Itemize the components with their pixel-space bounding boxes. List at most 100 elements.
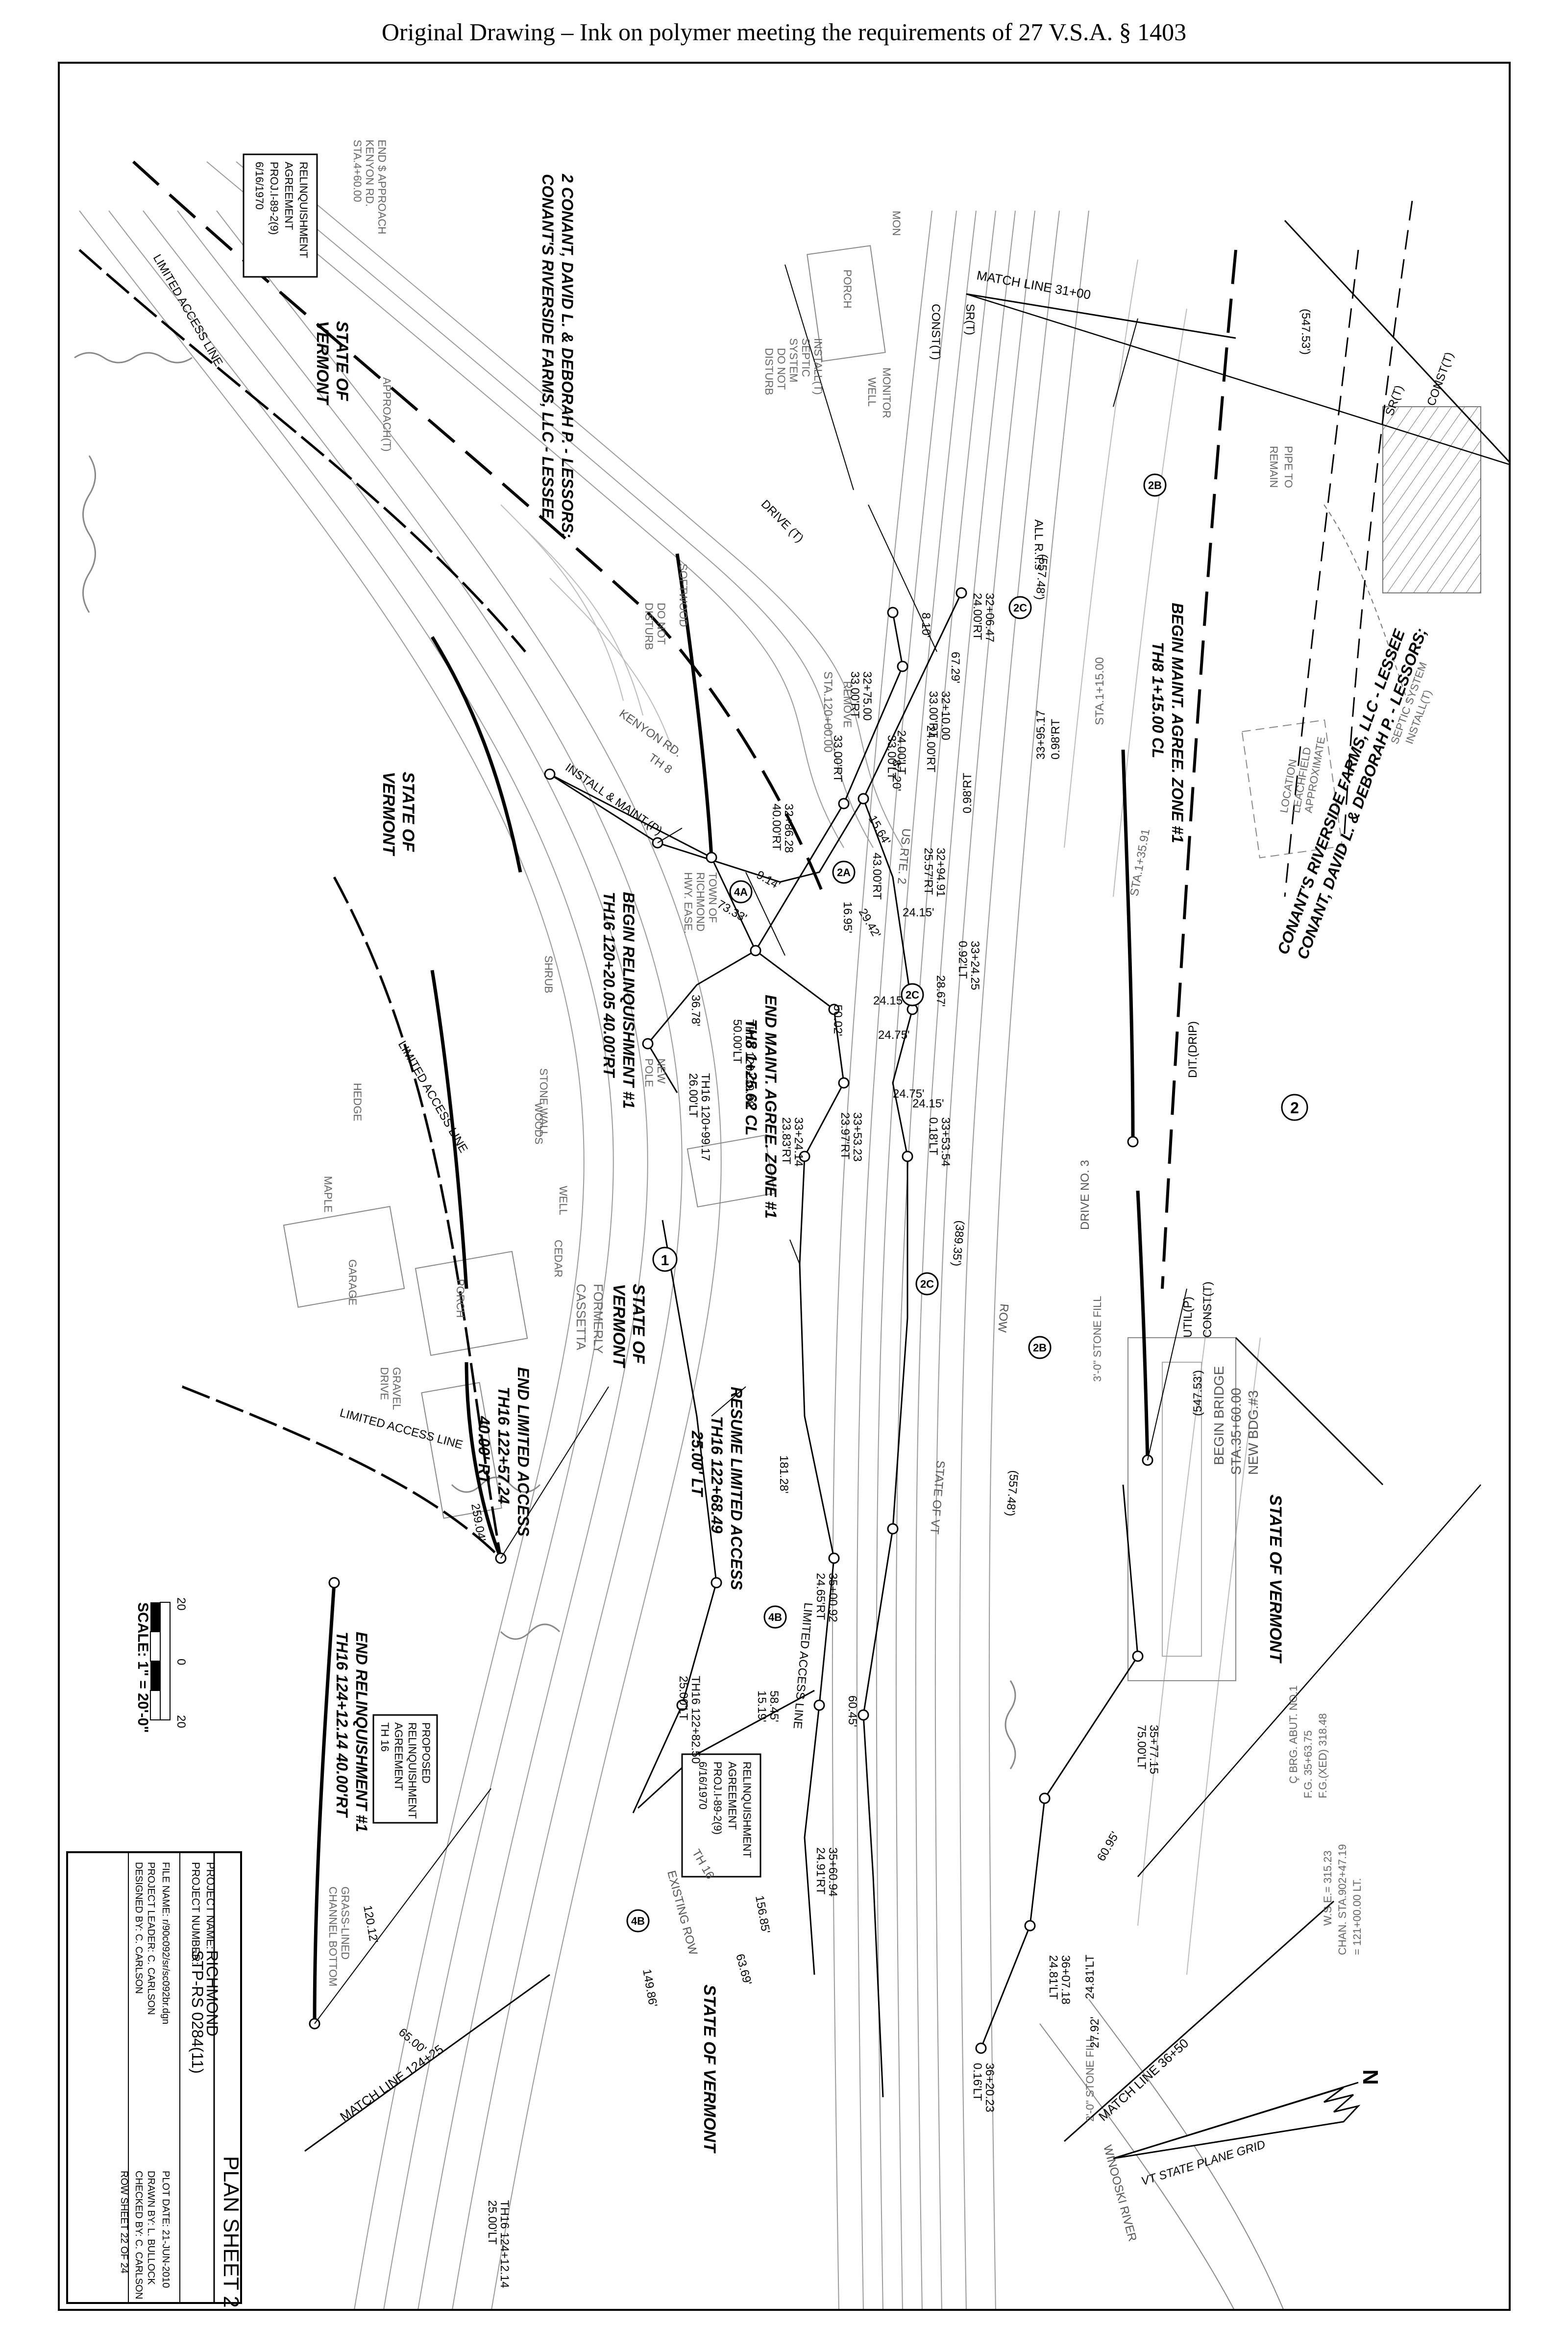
state-label-5: STATE OF xyxy=(629,1284,648,1364)
circle-2b-2: 2B xyxy=(1033,1342,1047,1354)
dim-1: (547.53') xyxy=(1299,309,1312,355)
approach-label: APPROACH(T) xyxy=(381,377,393,452)
resume-la-line3: 25.00' LT xyxy=(688,1430,706,1497)
north-arrow-icon xyxy=(1113,2086,1361,2159)
dim-8: 0.98'RT xyxy=(961,773,974,813)
garage-label: GARAGE xyxy=(346,1259,359,1305)
dim-9: 33.00'LT xyxy=(885,735,898,780)
sta-2b: 33.00'RT xyxy=(927,691,940,738)
state-label-2: STATE OF xyxy=(399,772,417,852)
hedge-label: HEDGE xyxy=(351,1083,364,1121)
end-maint-line2: TH8 1+25.62 CL xyxy=(742,1019,760,1135)
dim-36: 181.28' xyxy=(777,1455,790,1494)
sta-22: STA.1+35.91 xyxy=(1127,828,1152,897)
sta-17: TH16 120+99.17 xyxy=(699,1073,712,1161)
remove-label: REMOVE xyxy=(841,681,854,728)
dim-34: 65.00' xyxy=(396,2026,429,2056)
sta-17b: 26.00'LT xyxy=(686,1073,700,1118)
sta-16: TH16 120+39.88 xyxy=(743,1019,756,1107)
do-not-disturb-3: DO NOT xyxy=(655,603,667,645)
match-line-2: MATCH LINE 36+50 xyxy=(1096,2035,1191,2124)
state-label-5c: FORMERLY xyxy=(591,1284,606,1354)
match-line-3: MATCH LINE 124+25 xyxy=(337,2042,446,2124)
circle-2c-2: 2C xyxy=(906,989,919,1001)
circle-4b-1: 4B xyxy=(768,1611,782,1623)
limited-access-label-3: LIMITED ACCESS LINE xyxy=(338,1406,464,1452)
limited-access-label-4: LIMITED ACCESS LINE xyxy=(790,1602,814,1729)
begin-relinq-line2: TH16 120+20.05 40.00'RT xyxy=(600,892,618,1078)
begin-bridge-line1: BEGIN BRIDGE xyxy=(1211,1366,1226,1465)
state-label-2b: VERMONT xyxy=(379,772,398,857)
sta-12: 35+77.15 xyxy=(1147,1725,1160,1774)
parcel-circle-one xyxy=(652,1247,678,1272)
sta-9: 33+24.14 xyxy=(792,1117,805,1167)
dim-4: (389.35') xyxy=(950,1220,967,1267)
sta-3: 32+75.00 xyxy=(860,671,874,721)
project-name: RICHMOND xyxy=(203,1950,221,2036)
install-septic-label: INSTALL(T) xyxy=(812,338,824,395)
roadway-linework xyxy=(79,161,1284,2309)
circle-2c-1: 2C xyxy=(1013,602,1027,614)
septic-label: SEPTIC xyxy=(800,338,812,377)
sta-21: STA.1+15.00 xyxy=(1093,657,1106,725)
existing-row-label: EXISTING ROW xyxy=(664,1869,700,1957)
box3-line1: PROPOSED xyxy=(420,1722,432,1784)
dim-20: 24.75' xyxy=(878,1029,910,1042)
sta-14b: 0.16'LT xyxy=(971,2063,984,2101)
dim-18: 24.15' xyxy=(912,1097,944,1110)
new-pole-label: NEW xyxy=(655,1058,667,1084)
sta-14: 36+20.23 xyxy=(983,2063,996,2112)
end-la-line3: 40.00' RT xyxy=(475,1416,493,1485)
town2-label: RICHMOND xyxy=(694,872,707,931)
chan-label: CHAN. STA.902+47.19 xyxy=(1336,1844,1348,1955)
river-label: WINOOSKI RIVER xyxy=(1101,2144,1139,2243)
dim-30: 15.19' xyxy=(755,1690,768,1722)
do-not-disturb-1: DO NOT xyxy=(775,348,787,390)
box2-line4: 6/16/1970 xyxy=(697,1762,709,1810)
owner-label-top: 2 CONANT, DAVID L. & DEBORAH P. - LESSOR… xyxy=(539,173,576,538)
sta-2: 32+10.00 xyxy=(939,691,952,740)
dim-2: (557.48') xyxy=(1004,1470,1021,1517)
state-vt-label: STATE OF VT xyxy=(928,1460,947,1535)
scale-20b: 20 xyxy=(174,1715,188,1728)
circle-2c-3: 2C xyxy=(920,1278,934,1290)
sta-18b: 25.00'LT xyxy=(677,1676,690,1720)
limited-access-label-2: LIMITED ACCESS LINE xyxy=(395,1039,470,1155)
sta-4b: 40.00'RT xyxy=(770,804,783,851)
monitor-label: MONITOR xyxy=(881,368,893,418)
box2-line1: RELINQUISHMENT xyxy=(741,1762,753,1858)
scale-bar: 20 0 20 SCALE: 1" = 20'-0" xyxy=(135,1597,188,1733)
leader-lines xyxy=(314,264,1187,2024)
dim-11: 24.00'RT xyxy=(924,725,937,773)
sta-19b: 25.00'LT xyxy=(486,2200,499,2245)
sta-4: 32+86.28 xyxy=(782,804,795,853)
dit-label: DIT.(DRIP) xyxy=(1186,1021,1200,1078)
sta-18: TH16 122+82.50 xyxy=(689,1676,702,1764)
scale-label: SCALE: 1" = 20'-0" xyxy=(135,1602,151,1733)
parcel-num-right: 2 xyxy=(1290,1099,1299,1117)
septic2-label: SYSTEM xyxy=(787,338,800,382)
end-la-line1: END LIMITED ACCESS xyxy=(514,1367,532,1537)
dim-15: 24.15' xyxy=(903,906,934,919)
sta-8b: 23.97'RT xyxy=(838,1112,852,1160)
dim-33: 27.92' xyxy=(1088,2016,1102,2048)
box3-line2: RELINQUISHMENT xyxy=(406,1722,418,1819)
scale-0: 0 xyxy=(174,1659,188,1665)
dim-21: 24.75' xyxy=(893,1087,925,1101)
state-label-5b: VERMONT xyxy=(610,1284,628,1369)
drive-label: DRIVE (T) xyxy=(759,497,806,545)
dim-37: 120.12' xyxy=(361,1904,380,1944)
resume-la-line1: RESUME LIMITED ACCESS xyxy=(728,1387,745,1591)
sta-5: 33+24.25 xyxy=(968,941,981,990)
limited-access-label-1: LIMITED ACCESS LINE xyxy=(150,252,225,369)
dim-17: 24.15' xyxy=(873,994,905,1007)
north-label: N xyxy=(1359,2069,1383,2085)
sta-7: 33+53.54 xyxy=(939,1117,952,1167)
box3-line3: AGREEMENT xyxy=(392,1722,405,1790)
chan2-label: = 121+00.00 LT. xyxy=(1351,1878,1363,1955)
circle-4b-2: 4B xyxy=(631,1915,645,1927)
woods-label: WOODS xyxy=(533,1102,545,1145)
sta-15: 33+95.17 xyxy=(1034,710,1048,760)
wse-label: W.S.E.= 315.23 xyxy=(1322,1851,1334,1926)
new-pole2-label: POLE xyxy=(643,1058,655,1087)
